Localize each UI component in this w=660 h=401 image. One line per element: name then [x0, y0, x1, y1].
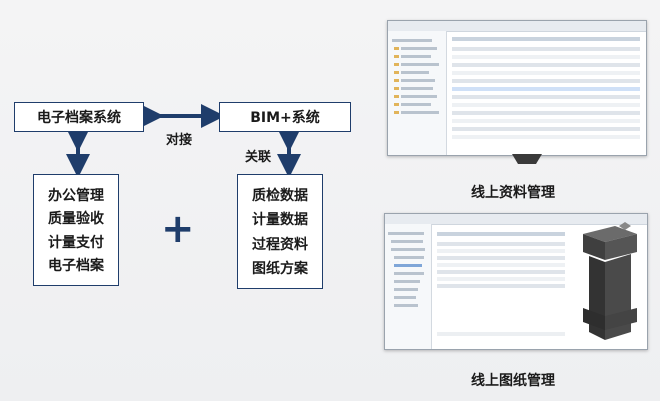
- association-label: 关联: [245, 150, 272, 165]
- screenshot-tree-panel: [388, 31, 447, 155]
- right-system-list: 质检数据 计量数据 过程资料 图纸方案: [237, 174, 323, 289]
- left-system-title: 电子档案系统: [37, 110, 121, 126]
- left-item: 计量支付: [48, 234, 104, 251]
- screenshot-toolbar: [385, 214, 647, 225]
- right-system-title-box: BIM+系统: [219, 102, 351, 132]
- connection-label: 对接: [166, 133, 193, 148]
- online-drawings-caption: 线上图纸管理: [471, 373, 555, 389]
- right-item: 质检数据: [252, 188, 308, 205]
- right-system-title: BIM+系统: [250, 110, 320, 126]
- online-drawings-screenshot: [384, 213, 648, 350]
- left-system-list: 办公管理 质量验收 计量支付 电子档案: [33, 174, 119, 286]
- monitor-stand: [512, 154, 542, 164]
- bim-column-model: [583, 222, 637, 340]
- plus-symbol: +: [161, 206, 195, 252]
- left-item: 质量验收: [48, 211, 104, 228]
- screenshot-toolbar: [388, 21, 646, 32]
- right-item: 图纸方案: [252, 260, 308, 277]
- online-docs-caption: 线上资料管理: [471, 185, 555, 201]
- right-item: 过程资料: [252, 236, 308, 253]
- left-system-title-box: 电子档案系统: [14, 102, 144, 132]
- right-item: 计量数据: [252, 212, 308, 229]
- left-item: 办公管理: [48, 187, 104, 204]
- online-docs-screenshot: [387, 20, 647, 156]
- screenshot-tree-panel: [385, 224, 432, 349]
- left-item: 电子档案: [48, 258, 104, 275]
